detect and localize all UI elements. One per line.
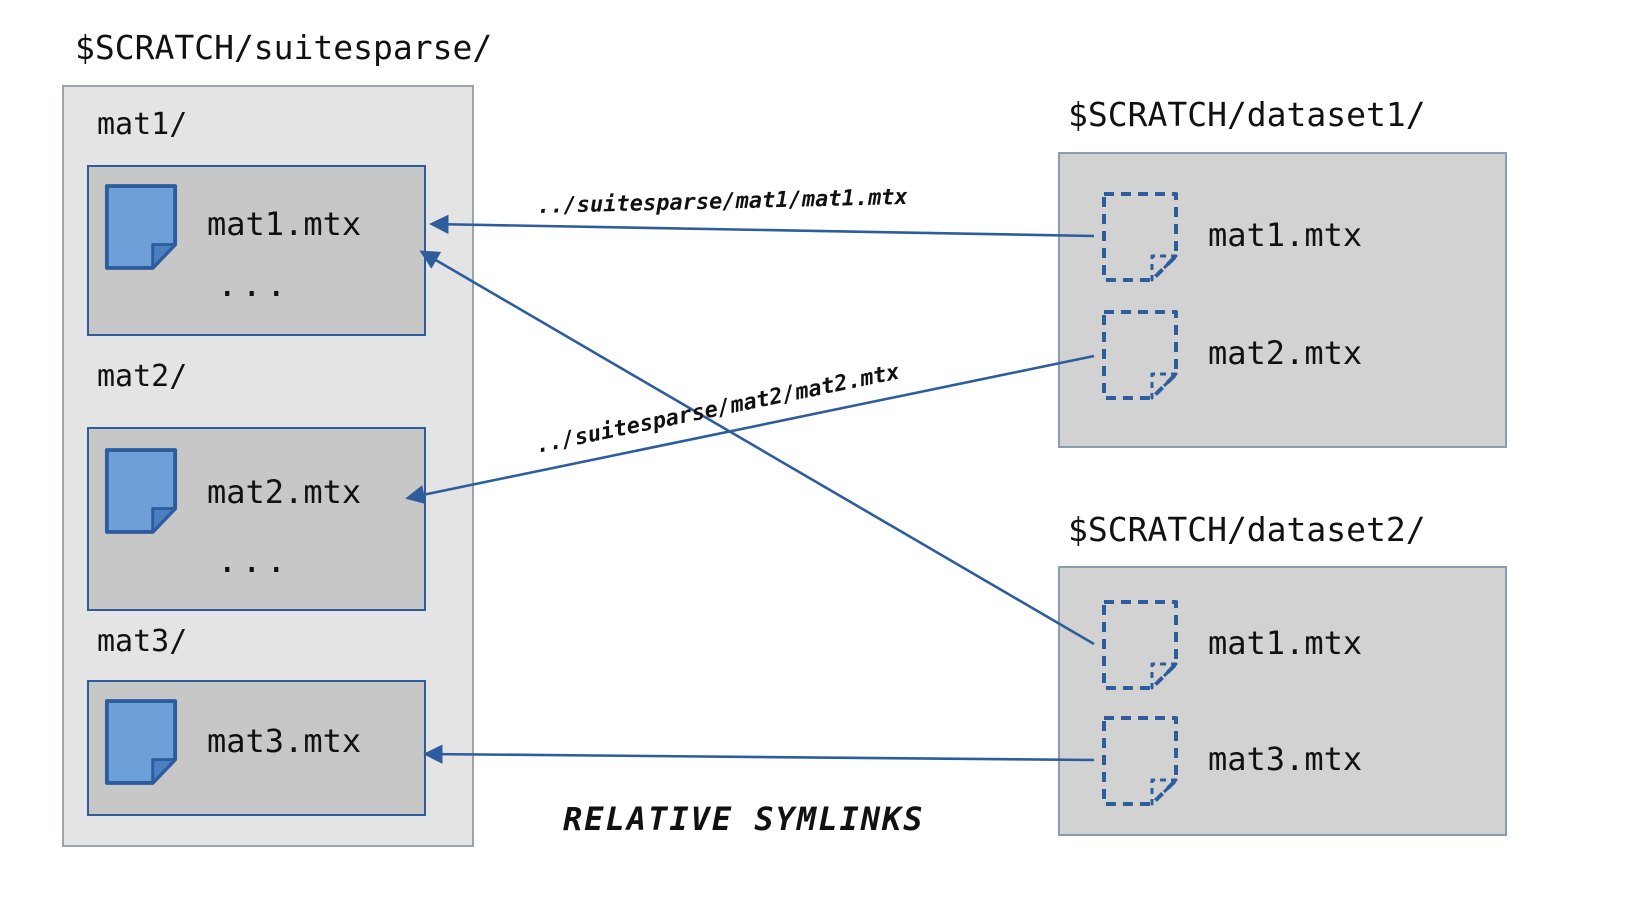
symlink-file-icon	[1102, 600, 1178, 690]
symlink-path-label-mat1: ../suitesparse/mat1/mat1.mtx	[536, 184, 909, 219]
dataset2-box: mat1.mtx mat3.mtx	[1058, 566, 1507, 836]
symlink-mat1-label: mat1.mtx	[1208, 216, 1363, 254]
dataset1-box: mat1.mtx mat2.mtx	[1058, 152, 1507, 448]
dataset2-title: $SCRATCH/dataset2/	[1068, 510, 1426, 549]
file-icon	[104, 184, 178, 270]
arrow-dataset2-mat1	[419, 250, 1095, 646]
symlink-mat3-label: mat3.mtx	[1208, 740, 1363, 778]
folder-mat2-more: ...	[217, 541, 291, 581]
symlink-file-icon	[1102, 716, 1178, 806]
file-mat2-label: mat2.mtx	[207, 473, 362, 511]
symlink-file-icon	[1102, 192, 1178, 282]
symlink-file-icon	[1102, 310, 1178, 400]
arrow-dataset1-mat1	[429, 214, 1095, 238]
file-mat3-label: mat3.mtx	[207, 722, 362, 760]
folder-mat2-label: mat2/	[97, 359, 188, 394]
folder-mat1-label: mat1/	[97, 107, 188, 142]
suitesparse-title: $SCRATCH/suitesparse/	[75, 28, 493, 67]
diagram-caption: RELATIVE SYMLINKS	[563, 800, 925, 838]
dataset1-title: $SCRATCH/dataset1/	[1068, 95, 1426, 134]
folder-mat1-box: mat1.mtx ...	[87, 165, 426, 336]
arrow-dataset1-mat2	[405, 354, 1095, 505]
file-icon	[104, 448, 178, 534]
folder-mat1-more: ...	[217, 265, 291, 305]
arrow-dataset2-mat3	[423, 744, 1095, 764]
symlink-mat2-label: mat2.mtx	[1208, 334, 1363, 372]
suitesparse-folder-box: mat1/ mat1.mtx ... mat2/ mat2.mtx ... ma…	[62, 85, 474, 847]
folder-mat3-label: mat3/	[97, 624, 188, 659]
symlink-path-label-mat2: ../suitesparse/mat2/mat2.mtx	[533, 359, 902, 459]
file-icon	[104, 699, 178, 785]
symlink-mat1-label: mat1.mtx	[1208, 624, 1363, 662]
folder-mat3-box: mat3.mtx	[87, 680, 426, 816]
folder-mat2-box: mat2.mtx ...	[87, 427, 426, 611]
file-mat1-label: mat1.mtx	[207, 205, 362, 243]
